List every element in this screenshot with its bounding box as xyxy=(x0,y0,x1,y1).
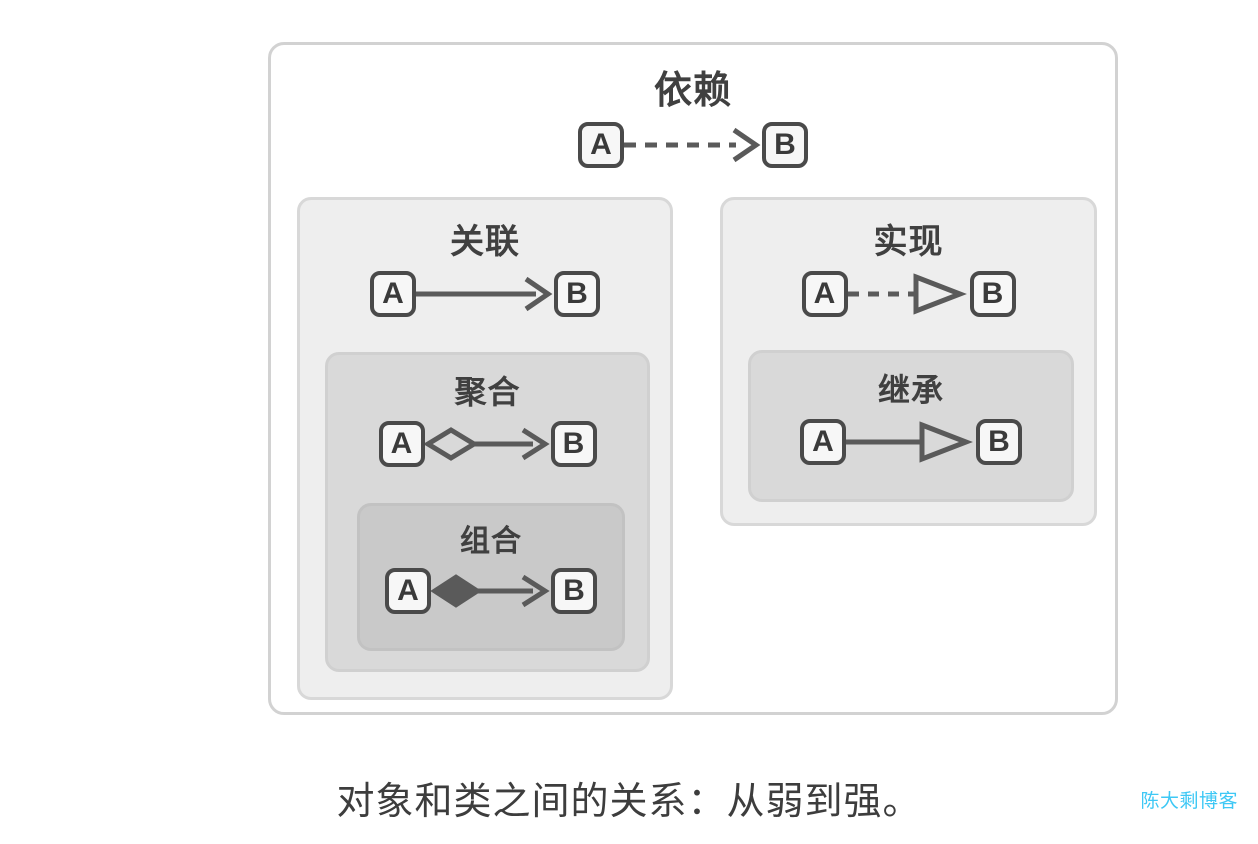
inheritance-relation-row: A B xyxy=(751,419,1071,465)
association-target-node: B xyxy=(554,271,600,317)
inheritance-target-node: B xyxy=(976,419,1022,465)
composition-title: 组合 xyxy=(460,525,522,558)
dependency-group-box: 依赖 A B 关联 A B 聚合 A xyxy=(268,42,1118,715)
association-group-box: 关联 A B 聚合 A B 组合 xyxy=(297,197,673,700)
inheritance-group-box: 继承 A B xyxy=(748,350,1074,502)
dependency-source-node: A xyxy=(578,122,624,168)
association-relation-row: A B xyxy=(300,271,670,317)
composition-target-node: B xyxy=(551,568,597,614)
realization-title: 实现 xyxy=(873,223,944,261)
dependency-target-node: B xyxy=(762,122,808,168)
association-title: 关联 xyxy=(450,223,520,261)
realization-group-box: 实现 A B 继承 A B xyxy=(720,197,1097,526)
association-source-node: A xyxy=(370,271,416,317)
composition-connector-filled-diamond-open-arrow xyxy=(431,574,550,608)
aggregation-source-node: A xyxy=(378,421,425,467)
realization-target-node: B xyxy=(969,271,1016,317)
diagram-caption: 对象和类之间的关系：从弱到强。 xyxy=(336,781,922,823)
composition-group-box: 组合 A B xyxy=(357,503,625,651)
aggregation-group-box: 聚合 A B 组合 A xyxy=(325,352,650,672)
aggregation-title: 聚合 xyxy=(454,374,521,410)
watermark-label: 陈大剩博客 xyxy=(1140,791,1238,812)
inheritance-title: 继承 xyxy=(877,372,944,408)
dependency-relation-row: A B xyxy=(271,122,1115,168)
inheritance-source-node: A xyxy=(800,419,846,465)
composition-relation-row: A B xyxy=(360,568,622,614)
composition-source-node: A xyxy=(385,568,431,614)
association-connector-solid-open-arrow xyxy=(416,276,553,312)
aggregation-relation-row: A B xyxy=(328,421,647,467)
realization-relation-row: A B xyxy=(723,271,1094,317)
dependency-connector-dashed-open-arrow xyxy=(624,127,761,163)
aggregation-target-node: B xyxy=(550,421,597,467)
realization-source-node: A xyxy=(801,271,848,317)
inheritance-connector-solid-hollow-triangle xyxy=(846,421,973,463)
realization-connector-dashed-hollow-triangle xyxy=(847,273,967,315)
dependency-title: 依赖 xyxy=(653,70,732,112)
aggregation-connector-hollow-diamond-open-arrow xyxy=(424,427,550,461)
